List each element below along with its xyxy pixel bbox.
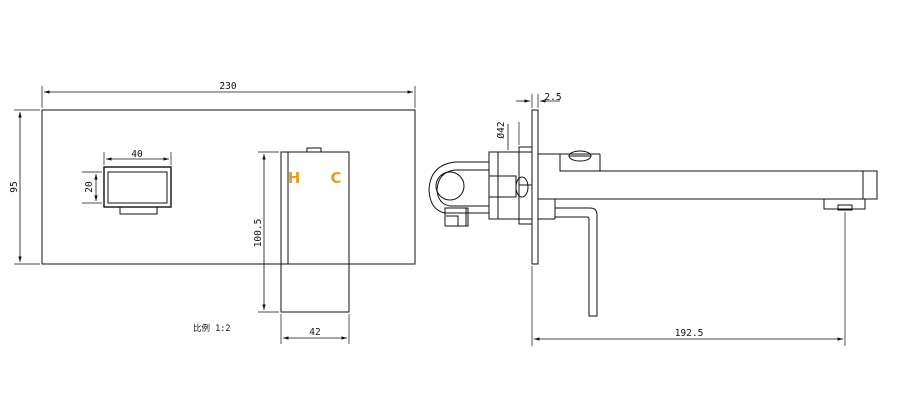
lever-handle	[555, 207, 598, 317]
dim-text-outlet-height: 20	[84, 181, 95, 193]
dim-text-plate-height: 95	[9, 181, 20, 192]
dim-text-flange-diameter: Ø42	[496, 121, 507, 138]
connecting-rod	[488, 175, 529, 198]
dim-text-spout-reach: 192.5	[675, 328, 704, 339]
dim-text-plate-width: 230	[219, 81, 236, 92]
hot-label: H	[288, 169, 301, 187]
scale-note: 比例 1:2	[193, 323, 230, 334]
outlet-opening	[103, 166, 172, 215]
mixer-handle	[280, 147, 350, 313]
wall-plate-side	[531, 109, 539, 265]
wall-plate	[41, 109, 416, 265]
connector-knob	[428, 161, 489, 227]
dim-text-handle-width: 42	[309, 327, 320, 338]
dim-text-handle-height: 100.5	[253, 219, 264, 248]
flange	[488, 146, 533, 225]
dim-text-plate-thickness: 2.5	[544, 92, 561, 103]
spout	[538, 150, 878, 220]
cold-label: C	[330, 169, 341, 187]
dim-text-outlet-width: 40	[131, 149, 143, 160]
